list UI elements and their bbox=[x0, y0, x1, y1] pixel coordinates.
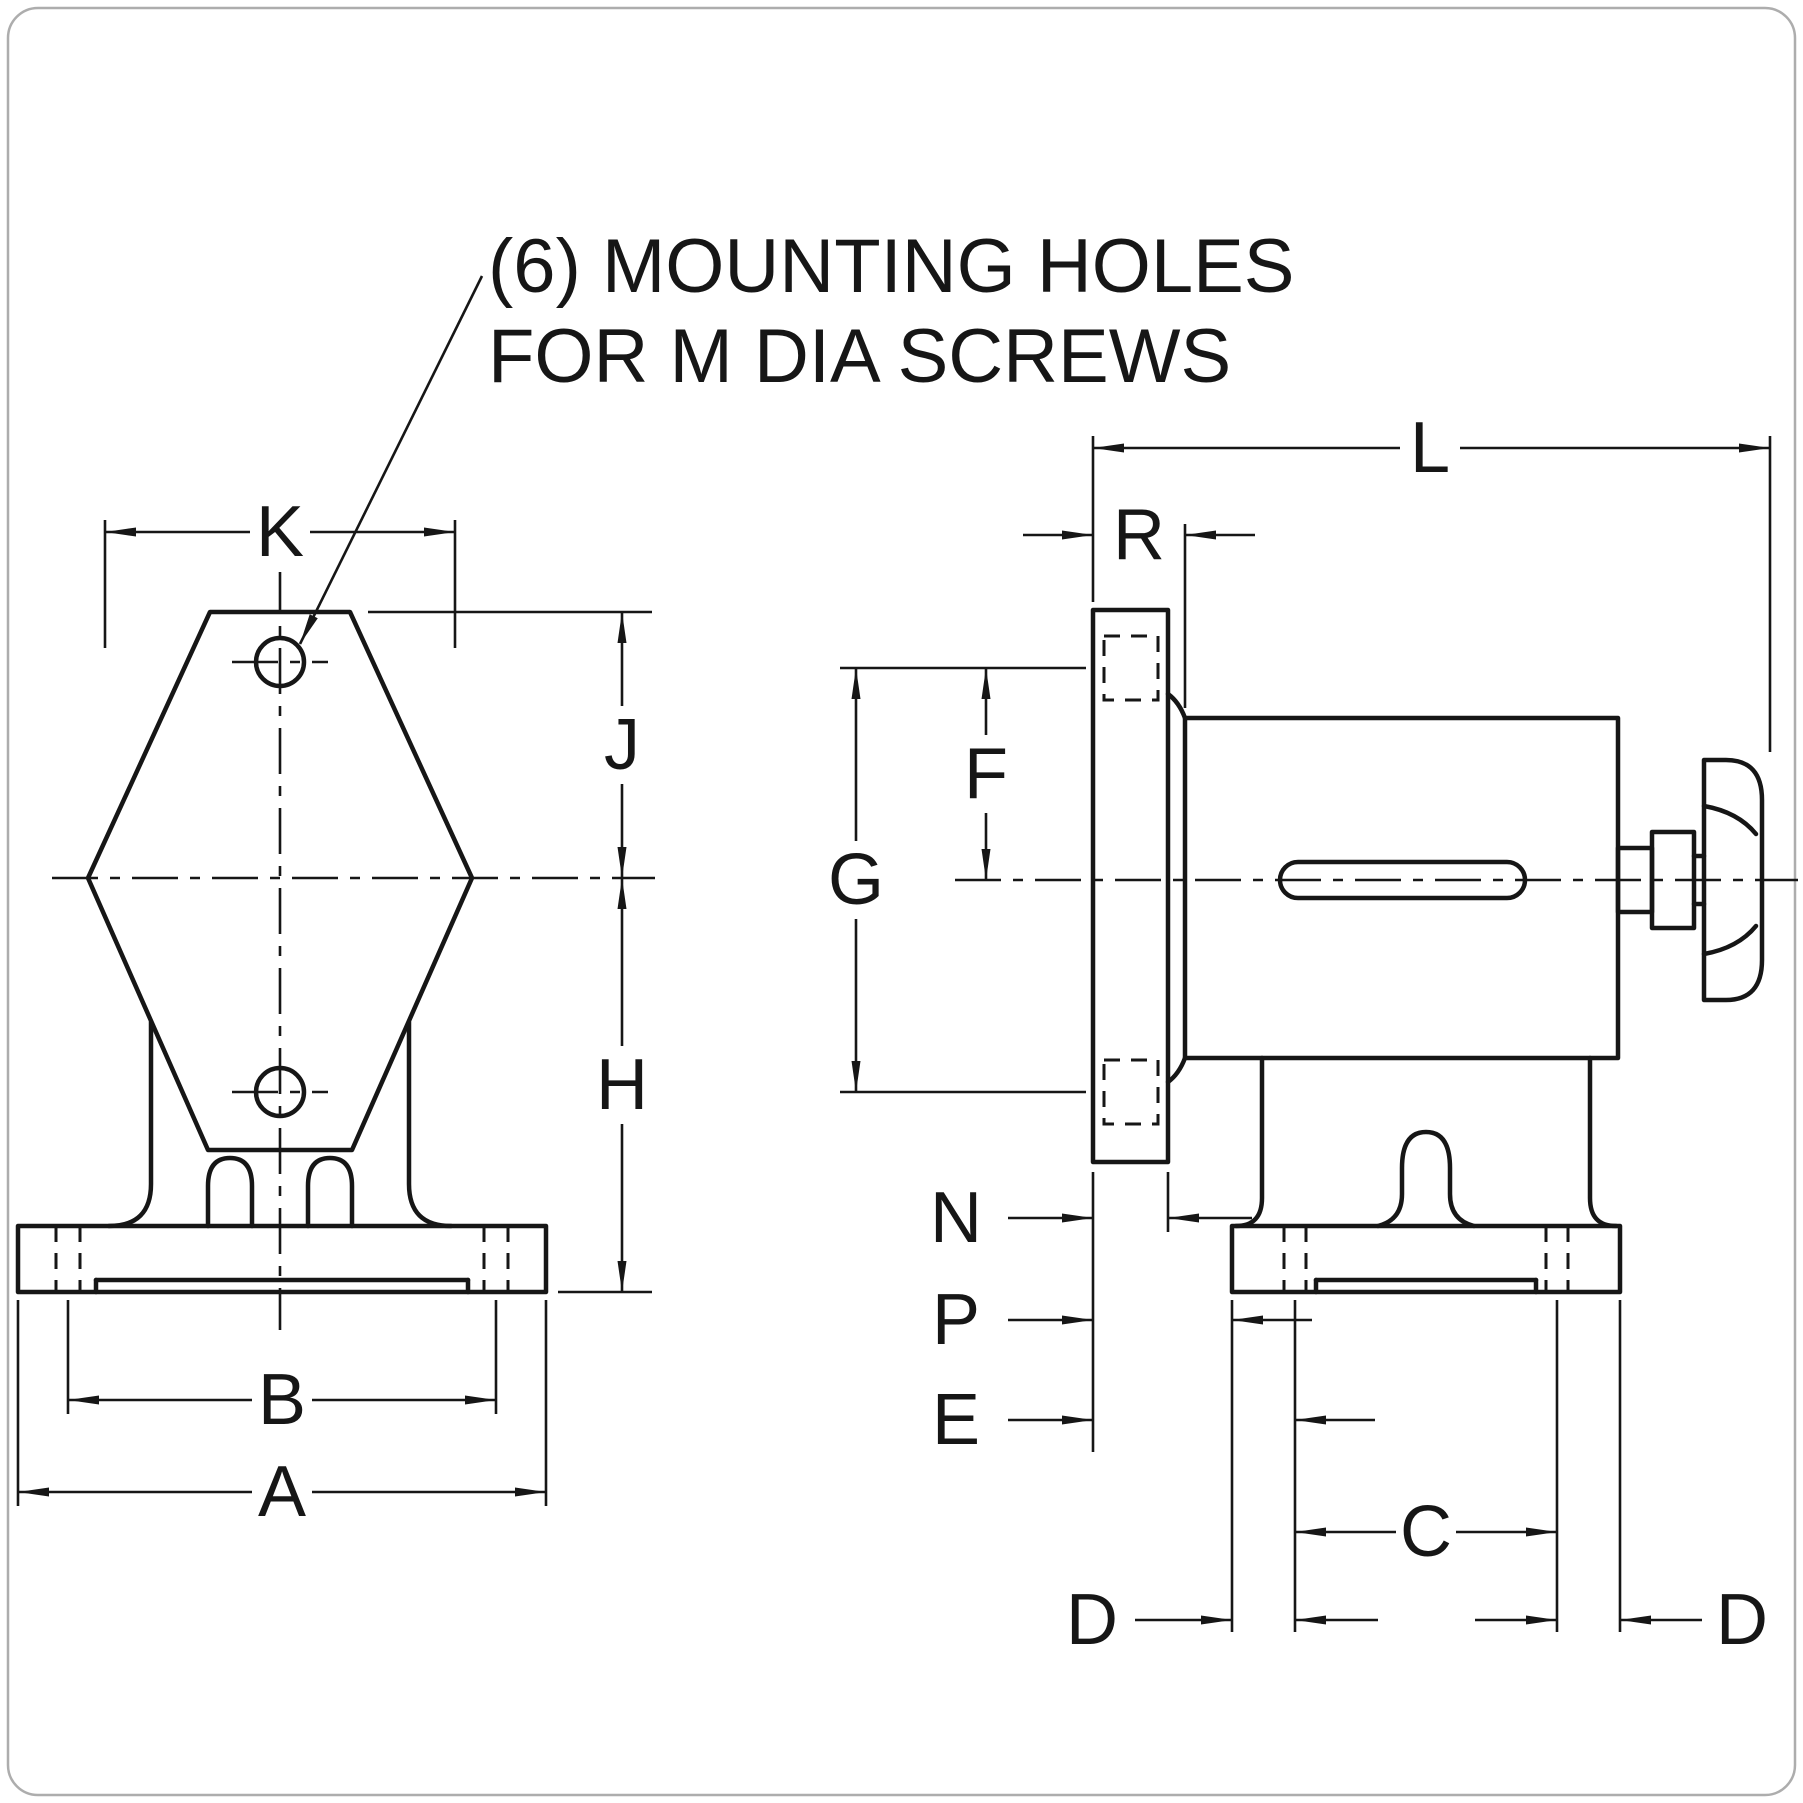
wing-knob-detail-top bbox=[1701, 803, 1759, 837]
dim-label-F: F bbox=[964, 734, 1008, 814]
dim-label-D-right: D bbox=[1716, 1580, 1768, 1660]
dimension-A: A bbox=[16, 1300, 548, 1532]
leg-left-arch-window bbox=[205, 1155, 255, 1229]
dim-label-J: J bbox=[604, 705, 640, 785]
dimension-D-left: D bbox=[1066, 1580, 1378, 1660]
dimension-R: R bbox=[1023, 495, 1255, 708]
clamp-body bbox=[1182, 715, 1621, 1061]
wing-knob-detail-bottom bbox=[1701, 923, 1759, 957]
flange-hidden-hole-bottom bbox=[1102, 1058, 1160, 1126]
flange-hidden-hole-top bbox=[1102, 634, 1160, 702]
wing-knob bbox=[1701, 757, 1765, 1003]
dim-label-L: L bbox=[1410, 408, 1450, 488]
flange-body-fillet-top bbox=[1165, 691, 1188, 721]
side-view: L R G F N bbox=[826, 408, 1798, 1660]
page-border bbox=[6, 6, 1797, 1797]
base-hidden-holes-side bbox=[1282, 1226, 1570, 1292]
dim-label-D-left: D bbox=[1066, 1580, 1118, 1660]
dim-label-K: K bbox=[256, 492, 304, 572]
dim-label-A: A bbox=[258, 1452, 306, 1532]
dim-label-N: N bbox=[930, 1178, 982, 1258]
leg-left-outer-edge bbox=[106, 1019, 154, 1229]
dimension-P: P bbox=[932, 1280, 1312, 1632]
front-view: K J H B A bbox=[15, 492, 655, 1532]
base-plate-side bbox=[1229, 1223, 1623, 1295]
dim-label-R: R bbox=[1113, 495, 1165, 575]
dim-label-P: P bbox=[932, 1280, 980, 1360]
annotation-line-1: (6) MOUNTING HOLES bbox=[488, 224, 1295, 309]
leg-right-arch-window bbox=[305, 1155, 355, 1229]
pedestal-left-edge bbox=[1233, 1055, 1265, 1229]
dimension-H: H bbox=[558, 878, 652, 1294]
dimension-K: K bbox=[103, 492, 457, 648]
dim-label-H: H bbox=[596, 1045, 648, 1125]
flange-body-fillet-bottom bbox=[1165, 1055, 1188, 1085]
dimension-G: G bbox=[826, 666, 1086, 1094]
center-rib bbox=[1375, 1129, 1477, 1229]
leg-right-outer-edge bbox=[406, 1019, 454, 1229]
dimension-E: E bbox=[932, 1300, 1375, 1632]
dim-label-C: C bbox=[1400, 1492, 1452, 1572]
mounting-holes-annotation: (6) MOUNTING HOLES FOR M DIA SCREWS bbox=[298, 224, 1295, 645]
flange-plate-side bbox=[1090, 607, 1171, 1165]
dimension-D-right: D bbox=[1475, 1300, 1768, 1660]
dim-label-B: B bbox=[258, 1360, 306, 1440]
dimension-C: C bbox=[1295, 1300, 1559, 1632]
dimension-J: J bbox=[368, 610, 652, 878]
base-hidden-holes-front bbox=[54, 1226, 510, 1292]
pedestal-right-edge bbox=[1587, 1055, 1619, 1229]
annotation-leader-line bbox=[298, 275, 484, 645]
dimension-F: F bbox=[956, 668, 1016, 880]
dimension-N: N bbox=[930, 1172, 1252, 1452]
dimension-B: B bbox=[66, 1300, 498, 1440]
dim-label-E: E bbox=[932, 1380, 980, 1460]
base-plate-front bbox=[15, 1223, 549, 1295]
annotation-line-2: FOR M DIA SCREWS bbox=[488, 314, 1231, 399]
dim-label-G: G bbox=[828, 840, 884, 920]
front-view-centerlines bbox=[52, 568, 655, 1330]
dimension-L: L bbox=[1091, 408, 1772, 752]
